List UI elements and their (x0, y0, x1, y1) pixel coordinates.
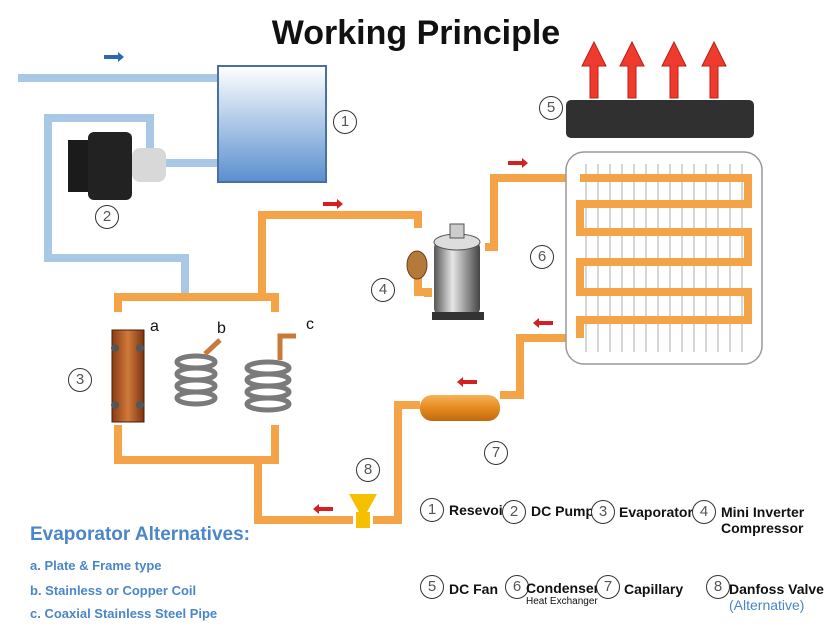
marker-1: 1 (333, 110, 357, 134)
alternative-item-c: c. Coaxial Stainless Steel Pipe (30, 606, 218, 621)
legend-condenser-sub: Heat Exchanger (526, 596, 598, 607)
capillary (420, 395, 500, 421)
legend-label-condenser: Condenser Heat Exchanger (526, 580, 599, 607)
legend-valve-title: Danfoss Valve (729, 581, 824, 597)
evaporator-coaxial (244, 333, 296, 413)
dc-pump (68, 132, 166, 200)
legend-label-evaporator: Evaporator (619, 504, 693, 520)
legend-label-compressor: Mini Inverter Compressor (721, 504, 805, 536)
legend-num-4: 4 (692, 500, 716, 524)
marker-2: 2 (95, 205, 119, 229)
coil-letter-b: b (217, 320, 226, 337)
alternative-item-b: b. Stainless or Copper Coil (30, 583, 197, 598)
legend-num-2: 2 (502, 500, 526, 524)
legend-label-capillary: Capillary (624, 581, 684, 597)
alternative-item-a: a. Plate & Frame type (30, 558, 162, 573)
refrigerant-loop (114, 174, 580, 524)
legend-label-dc-fan: DC Fan (449, 581, 498, 597)
legend-num-7: 7 (596, 575, 620, 599)
legend-condenser-title: Condenser (526, 580, 600, 596)
legend-num-8: 8 (706, 575, 730, 599)
legend-label-reservoir: Resevoir (449, 502, 509, 518)
evaporator-coil (174, 338, 222, 407)
flow-arrows (104, 52, 553, 514)
danfoss-valve (349, 494, 377, 528)
marker-6: 6 (530, 245, 554, 269)
dc-fan (566, 40, 754, 138)
diagram-title: Working Principle (271, 14, 561, 52)
marker-3: 3 (68, 368, 92, 392)
legend-num-6: 6 (505, 575, 529, 599)
legend-num-1: 1 (420, 498, 444, 522)
evaporator-plate (111, 329, 145, 423)
coil-letter-a: a (150, 318, 159, 335)
marker-4: 4 (371, 278, 395, 302)
marker-7: 7 (484, 441, 508, 465)
legend-valve-sub: (Alternative) (729, 597, 805, 613)
marker-5: 5 (539, 96, 563, 120)
legend-label-dc-pump: DC Pump (531, 503, 594, 519)
legend-num-5: 5 (420, 575, 444, 599)
legend-label-valve: Danfoss Valve (Alternative) (729, 581, 824, 613)
condenser (565, 151, 763, 365)
coil-letter-c: c (306, 316, 314, 333)
alternatives-title: Evaporator Alternatives: (30, 524, 250, 545)
marker-8: 8 (356, 458, 380, 482)
legend-num-3: 3 (591, 500, 615, 524)
reservoir (217, 65, 327, 183)
compressor (406, 223, 484, 320)
